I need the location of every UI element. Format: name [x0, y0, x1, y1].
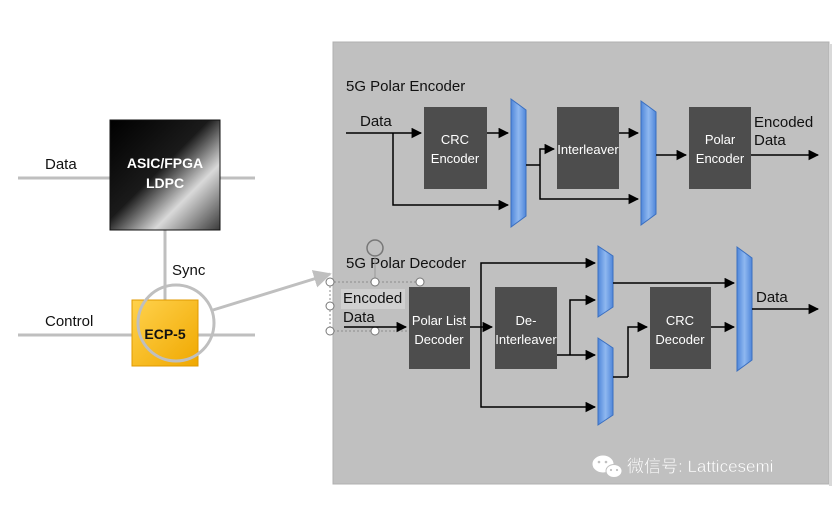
- watermark-text: 微信号: Latticesemi: [627, 457, 773, 476]
- decoder-mux-output: [736, 246, 753, 372]
- crc-encoder-block: [424, 107, 487, 189]
- decoder-title: 5G Polar Decoder: [346, 255, 466, 272]
- decoder-mux-lower: [597, 337, 614, 426]
- asic-label-line1: ASIC/FPGA: [127, 155, 203, 171]
- de-interleaver-label-1: De-: [516, 313, 537, 328]
- encoder-output-label-2: Data: [754, 132, 786, 149]
- control-label: Control: [45, 313, 93, 330]
- sync-label: Sync: [172, 262, 206, 279]
- ecp5-label: ECP-5: [144, 326, 185, 342]
- decoder-input-label-1: Encoded: [343, 290, 402, 307]
- encoder-mux-1: [510, 98, 527, 228]
- crc-decoder-label-2: Decoder: [655, 332, 705, 347]
- crc-encoder-label-1: CRC: [441, 132, 469, 147]
- de-interleaver-block: [495, 287, 557, 369]
- encoder-title: 5G Polar Encoder: [346, 78, 465, 95]
- crc-encoder-label-2: Encoder: [431, 151, 480, 166]
- polar-decoder: 5G Polar Decoder Encoded Data Polar List…: [325, 239, 820, 426]
- wechat-icon: [592, 455, 623, 478]
- encoder-mux-2: [640, 100, 657, 226]
- encoder-output-label-1: Encoded: [754, 114, 813, 131]
- decoder-output-label: Data: [756, 289, 788, 306]
- asic-fpga-block: [109, 119, 221, 231]
- ecp5-block: [131, 299, 199, 367]
- asic-label-line2: LDPC: [146, 175, 184, 191]
- polar-list-label-2: Decoder: [414, 332, 464, 347]
- polar-encoder-label-2: Encoder: [696, 151, 745, 166]
- polar-encoder-label-1: Polar: [705, 132, 736, 147]
- zoom-callout-arrow: [212, 270, 332, 312]
- interleaver-block: [557, 107, 619, 189]
- crc-decoder-label-1: CRC: [666, 313, 694, 328]
- polar-list-label-1: Polar List: [412, 313, 467, 328]
- data-label: Data: [45, 156, 77, 173]
- polar-list-decoder-block: [409, 287, 470, 369]
- decoder-input-label-2: Data: [343, 309, 375, 326]
- zoom-circle: [136, 283, 216, 363]
- encoder-input-label: Data: [360, 113, 392, 130]
- left-system: Data Control Sync ASIC/FPGA LDPC ECP-5: [18, 119, 332, 367]
- watermark: 微信号: Latticesemi: [592, 455, 774, 478]
- decoder-mux-upper: [597, 245, 614, 318]
- polar-encoder: 5G Polar Encoder Data CRC Encoder Interl…: [346, 78, 820, 228]
- crc-decoder-block: [650, 287, 711, 369]
- interleaver-label: Interleaver: [557, 142, 619, 157]
- polar-encoder-block: [689, 107, 751, 189]
- de-interleaver-label-2: Interleaver: [495, 332, 557, 347]
